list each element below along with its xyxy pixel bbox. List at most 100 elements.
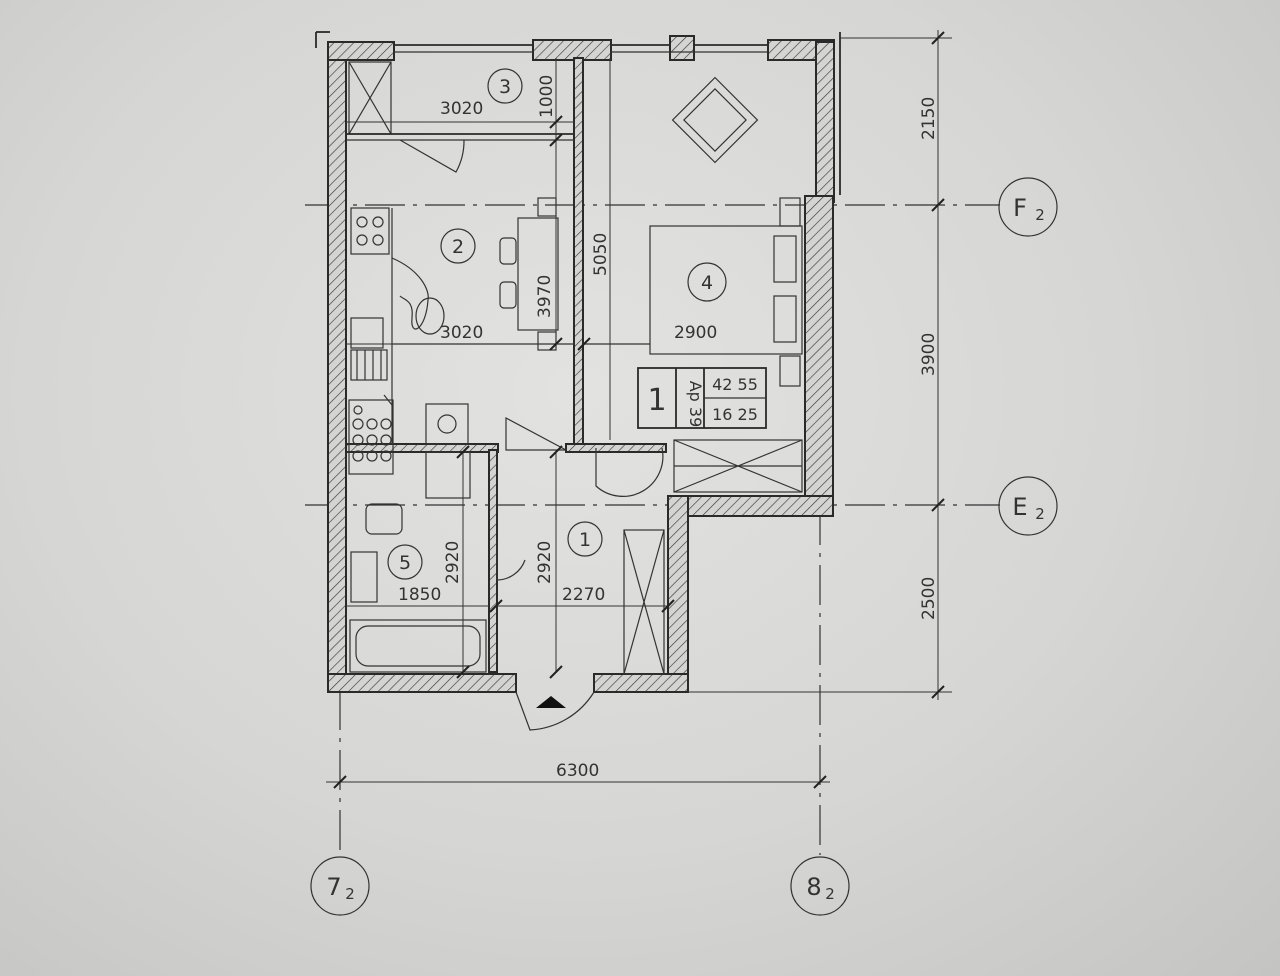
partition-corridor bbox=[573, 57, 584, 451]
living-door-swing bbox=[595, 447, 664, 497]
tick-i7 bbox=[549, 445, 563, 459]
windows bbox=[315, 31, 841, 195]
axis-marker-7 bbox=[310, 856, 370, 916]
partition-hall-top bbox=[565, 443, 667, 453]
dim-label-right-mid: 3900 bbox=[919, 333, 939, 376]
dim-label-room5-depth: 2920 bbox=[443, 541, 463, 584]
bathtub bbox=[349, 619, 487, 673]
stamp-area-total: 42 55 bbox=[712, 375, 758, 394]
axis-f2-letter: F bbox=[1013, 194, 1027, 222]
axis-8-sub: 2 bbox=[825, 885, 835, 903]
wall-top-1 bbox=[327, 41, 395, 61]
burner-1 bbox=[356, 216, 368, 228]
room-number-2: 2 bbox=[452, 236, 464, 258]
cooktop bbox=[350, 207, 390, 255]
dim-label-right-bottom: 2500 bbox=[919, 577, 939, 620]
tick-i2 bbox=[549, 133, 563, 147]
partition-bath-hall bbox=[488, 449, 498, 673]
axis-marker-f2 bbox=[998, 177, 1058, 237]
kitchen-door-swing bbox=[505, 417, 567, 451]
stamp-area-living: 16 25 bbox=[712, 405, 758, 424]
room-number-5: 5 bbox=[399, 552, 411, 574]
axis-7-number: 7 bbox=[326, 873, 341, 901]
armchair bbox=[671, 76, 759, 164]
person-head bbox=[415, 297, 445, 335]
tick-b1 bbox=[333, 775, 347, 789]
tick-r1 bbox=[931, 31, 945, 45]
burner-3 bbox=[356, 234, 368, 246]
pillow-1 bbox=[773, 235, 797, 283]
axis-marker-e2 bbox=[998, 476, 1058, 536]
wall-loggia-bottom bbox=[667, 495, 834, 517]
dim-label-corridor: 5050 bbox=[591, 233, 611, 276]
sink bbox=[350, 317, 384, 349]
fan-symbol bbox=[437, 414, 457, 434]
apartment-stamp: 1 Ap 39 42 55 16 25 bbox=[637, 367, 767, 429]
bed bbox=[649, 225, 803, 355]
chair-left-1 bbox=[499, 237, 517, 265]
wash-machine bbox=[425, 451, 471, 499]
dim-label-room1-depth: 2920 bbox=[535, 541, 555, 584]
hall-wardrobe-cross-b bbox=[623, 529, 665, 675]
drainboard bbox=[350, 349, 388, 381]
room-1-fixtures bbox=[505, 417, 665, 731]
room-marker-1 bbox=[567, 521, 603, 557]
dim-label-room2-depth: 3970 bbox=[535, 275, 555, 318]
hall-wardrobe bbox=[623, 529, 665, 675]
tick-r2 bbox=[931, 198, 945, 212]
room-marker-3 bbox=[487, 68, 523, 104]
room-4-furniture bbox=[583, 76, 803, 497]
tick-b2 bbox=[813, 775, 827, 789]
entry-door-swing bbox=[515, 691, 595, 731]
room-number-3: 3 bbox=[499, 76, 511, 98]
nightstand-2 bbox=[779, 355, 801, 387]
room-marker-2 bbox=[440, 228, 476, 264]
dim-label-room5-width: 1850 bbox=[398, 585, 441, 605]
stamp-type: Ap 39 bbox=[686, 381, 705, 428]
tick-r4 bbox=[931, 685, 945, 699]
burner-2 bbox=[372, 216, 384, 228]
axis-marker-8 bbox=[790, 856, 850, 916]
dimension-lines bbox=[326, 30, 952, 789]
tick-i6 bbox=[456, 445, 470, 459]
tick-i1 bbox=[549, 115, 563, 129]
hb-c4 bbox=[380, 418, 392, 430]
room-5-fixtures bbox=[348, 399, 526, 673]
dim-label-room4-width: 2900 bbox=[674, 323, 717, 343]
washbasin bbox=[350, 551, 378, 603]
appliance-box bbox=[425, 403, 469, 445]
tick-i8 bbox=[661, 599, 675, 613]
walls bbox=[327, 35, 835, 693]
hb-c6 bbox=[366, 434, 378, 446]
room-markers: 3 2 4 1 5 bbox=[387, 68, 727, 580]
nightstand-1 bbox=[779, 197, 801, 227]
toilet bbox=[365, 503, 403, 535]
dim-label-room3-depth: 1000 bbox=[537, 75, 557, 118]
room-2-furniture bbox=[350, 197, 574, 445]
wall-top-2 bbox=[532, 39, 612, 61]
partition-bath-top bbox=[345, 443, 499, 453]
bathtub-inner bbox=[355, 625, 481, 667]
dimension-labels: 3020 1000 3020 3970 5050 2900 2920 1850 … bbox=[398, 75, 939, 781]
hb-c2 bbox=[352, 418, 364, 430]
dim-label-overall-width: 6300 bbox=[556, 761, 599, 781]
hb-c3 bbox=[366, 418, 378, 430]
tick-i4 bbox=[577, 337, 591, 351]
entry-arrow bbox=[536, 696, 566, 708]
room-marker-5 bbox=[387, 544, 423, 580]
tick-i3 bbox=[549, 337, 563, 351]
room-number-1: 1 bbox=[579, 529, 591, 551]
axis-7-sub: 2 bbox=[345, 885, 355, 903]
hb-c8 bbox=[352, 450, 364, 462]
tick-i10 bbox=[549, 665, 563, 679]
hb-c9 bbox=[366, 450, 378, 462]
axis-markers: F 2 E 2 7 2 8 2 bbox=[310, 177, 1058, 916]
burner-4 bbox=[372, 234, 384, 246]
axis-e2-sub: 2 bbox=[1035, 505, 1045, 523]
axis-lines bbox=[305, 204, 1000, 855]
dim-label-room1-width: 2270 bbox=[562, 585, 605, 605]
axis-e2-letter: E bbox=[1012, 493, 1027, 521]
bath-door-swing bbox=[496, 540, 526, 581]
wall-right-living bbox=[804, 195, 834, 517]
tick-i9 bbox=[456, 665, 470, 679]
